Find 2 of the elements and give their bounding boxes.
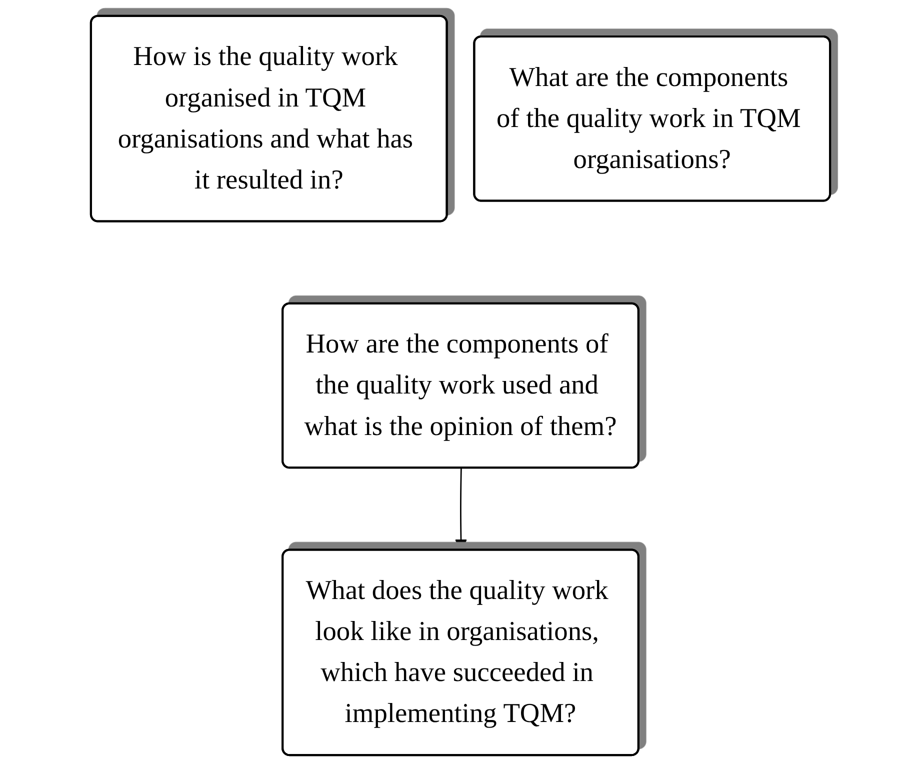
flowchart: How is the quality work organised in TQM organisations and what has it resulted in? What are the components of the quality work in TQM organisations? How are the components of the quality work used and what is the opinion of them? What does the quality work look like in organisations, which have succeeded in implementing TQM?: [5, 5, 916, 766]
arrow: [454, 468, 468, 551]
